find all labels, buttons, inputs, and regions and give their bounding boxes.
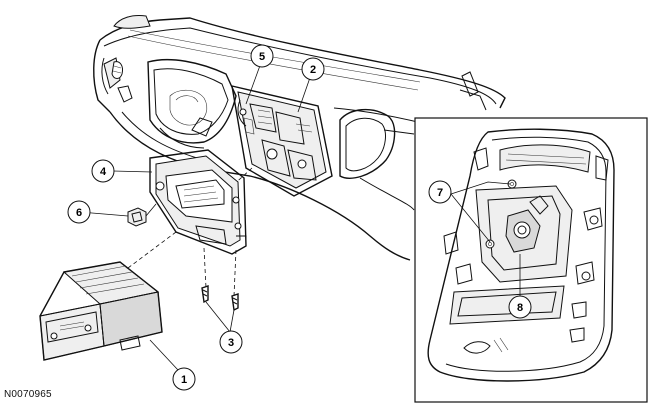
callout-1: 1 xyxy=(172,367,196,391)
callout-5: 5 xyxy=(250,44,274,68)
callout-4: 4 xyxy=(91,159,115,183)
callout-4-label: 4 xyxy=(100,166,107,178)
callout-7-label: 7 xyxy=(437,187,443,199)
callout-2: 2 xyxy=(301,57,325,81)
callout-3-label: 3 xyxy=(228,337,234,349)
figure-id-label: N0070965 xyxy=(4,389,52,400)
callout-5-label: 5 xyxy=(259,51,265,63)
callout-6-label: 6 xyxy=(76,207,82,219)
callout-1-label: 1 xyxy=(181,374,187,386)
detail-inset xyxy=(414,117,648,403)
instrument-panel xyxy=(93,15,506,261)
hazard-switch-item-6 xyxy=(127,203,157,227)
callout-6: 6 xyxy=(67,200,91,224)
callout-7: 7 xyxy=(428,180,452,204)
callout-8: 8 xyxy=(508,295,532,319)
callout-2-label: 2 xyxy=(310,64,316,76)
audio-unit-item-1 xyxy=(39,231,177,361)
callout-3: 3 xyxy=(219,330,243,354)
bezel-item-4 xyxy=(149,149,247,255)
callout-8-label: 8 xyxy=(517,302,523,314)
screws-item-3 xyxy=(201,247,239,312)
